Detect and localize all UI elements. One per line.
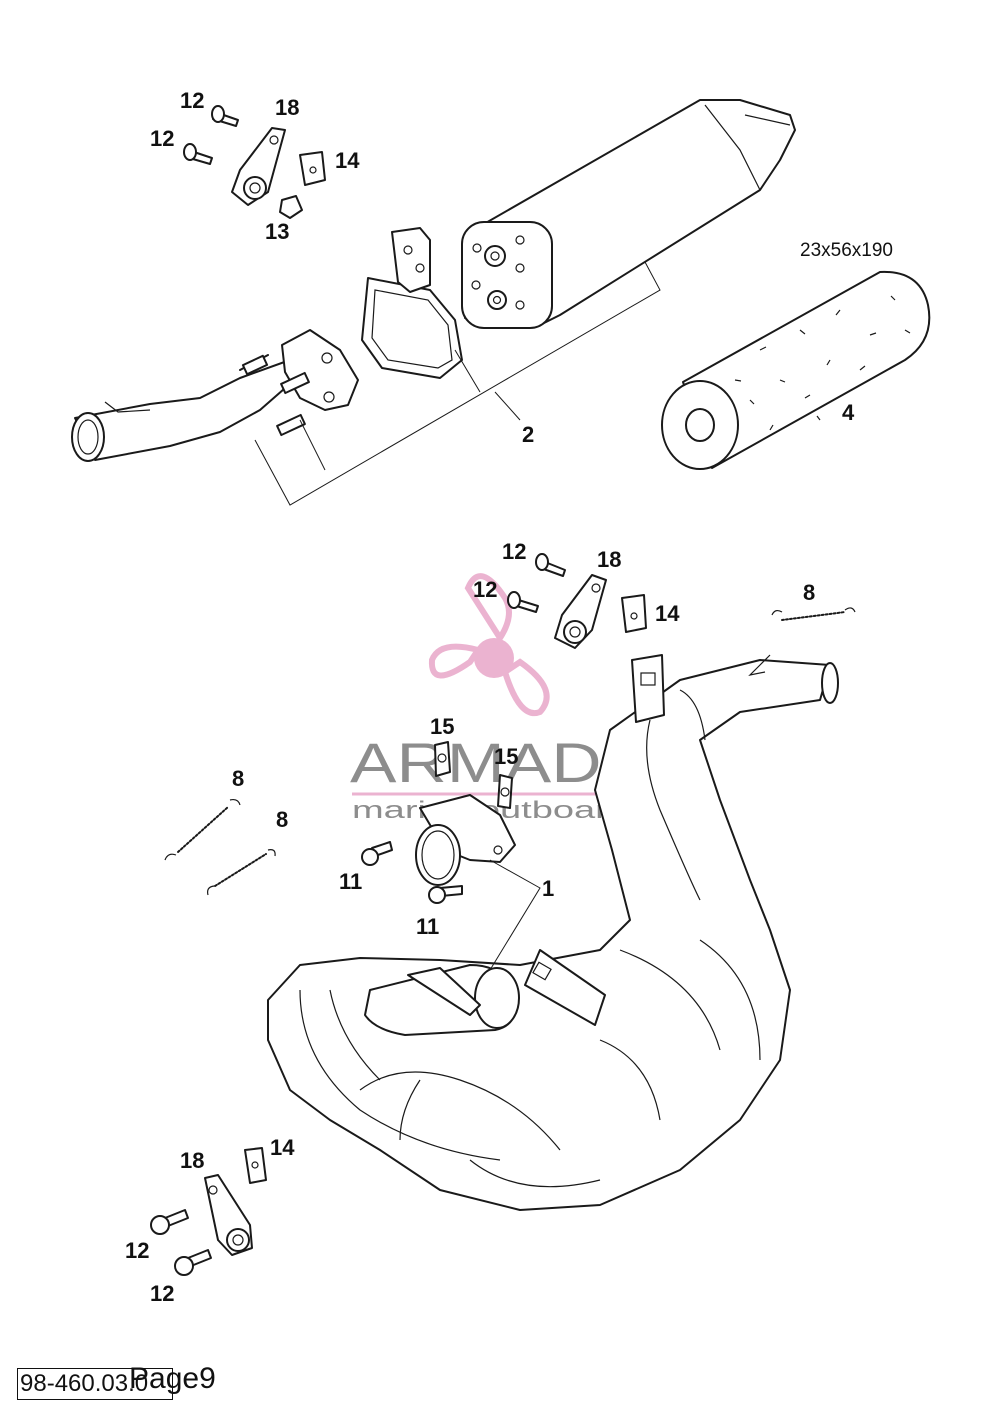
callout-label: 4 [842,400,855,425]
callout-label: 12 [125,1238,149,1263]
callout-label: 14 [335,148,360,173]
nut [279,195,303,219]
screw [507,591,539,613]
flange-screw [239,354,269,376]
exhaust-flange [415,794,516,886]
callout-label: 11 [416,914,439,939]
spring-hook [748,654,771,676]
screw [150,1209,189,1235]
lower-bracket [204,1174,253,1256]
callout-label: 8 [803,580,815,605]
exhaust-chamber [267,659,839,1211]
callout-label: 8 [232,766,244,791]
callout-label: 8 [276,807,288,832]
callout-label: 13 [265,219,289,244]
mounting-tab [524,949,606,1026]
front-pipe [71,329,359,462]
callout-label: 12 [180,88,204,113]
speed-nut [621,594,647,633]
spring [207,849,276,896]
screw [183,143,213,165]
speed-nut [244,1147,267,1184]
speed-nut [299,151,326,186]
spring [164,798,241,861]
exhaust-bracket [554,574,607,649]
callout-label: 1 [542,876,554,901]
mounting-tab [631,654,665,723]
screw [361,841,393,866]
screw [428,885,463,904]
page-number: Page9 [129,1362,216,1395]
callout-label: 12 [150,1281,174,1306]
callout-label: 12 [150,126,174,151]
screw [535,553,566,577]
callout-label: 14 [270,1135,295,1160]
screw [174,1249,212,1276]
callout-label: 15 [494,744,518,769]
inlet-stub [364,964,520,1036]
silencer-insulation [661,270,931,470]
callout-label: 14 [655,601,680,626]
silencer-clamp [361,227,463,379]
callout-label: 11 [339,869,362,894]
silencer-body [461,99,796,329]
flange-screw [280,371,310,395]
gasket [434,741,451,777]
callout-label: 18 [180,1148,204,1173]
screw [211,105,239,127]
callout-label: 12 [473,577,497,602]
propeller-logo-icon [428,573,550,717]
spring [771,607,856,621]
silencer-bracket [231,127,286,206]
callout-label: 12 [502,539,526,564]
callout-label: 18 [597,547,621,572]
drawing-number: 98-460.03.0 [17,1368,173,1400]
callout-label: 18 [275,95,299,120]
callout-label: 2 [522,422,534,447]
insulation-dimension: 23x56x190 [800,240,893,261]
callout-label: 15 [430,714,454,739]
gasket [497,774,513,809]
flange-screw [276,413,306,437]
